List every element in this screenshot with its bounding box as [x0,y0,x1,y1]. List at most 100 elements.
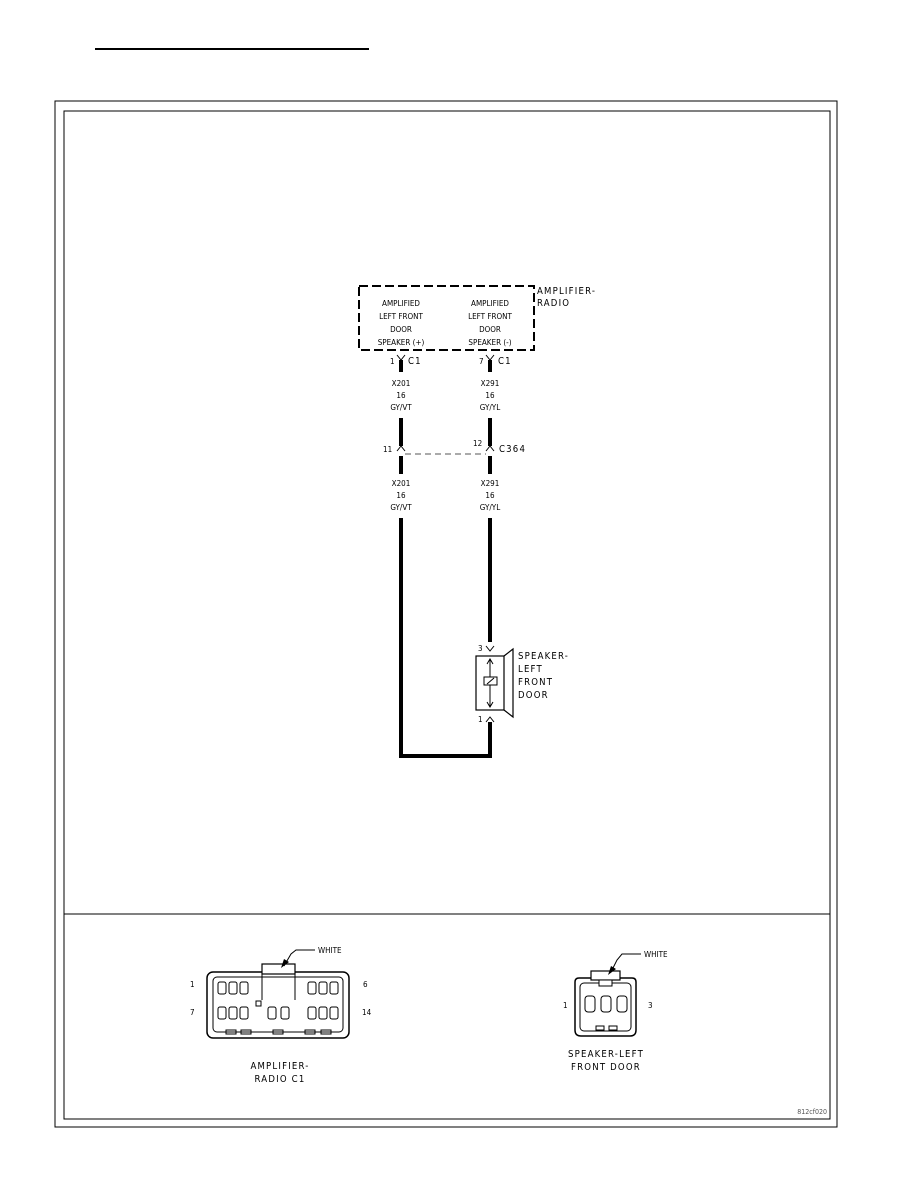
latch [608,1025,618,1031]
cavity [600,995,612,1013]
amp-c1-key [261,963,296,975]
module-name-line2: RADIO [537,298,570,309]
c364-pin-left-number: 11 [383,445,392,454]
amp-c1-top-row [217,981,339,995]
speaker-pin-bottom-terminal [485,716,495,723]
cavity [217,981,227,995]
wire-left-upper-gauge: 16 [396,391,406,400]
wire-right-upper-circuit: X291 [481,379,500,388]
c1-pin-right-terminal [485,354,495,361]
speaker-body [475,655,505,711]
c364-pin-right-terminal [485,445,495,452]
amp-c1-pin-top-right: 6 [363,980,368,989]
latch [595,1025,605,1031]
speaker-cone [503,647,514,719]
speaker-conn-key [590,970,621,981]
cavity [307,981,317,995]
speaker-conn-key-tab [598,979,613,987]
amp-c1-pin-bottom-left: 7 [190,1008,195,1017]
cavity [228,1006,238,1020]
wire-right-upper-color: GY/YL [480,403,500,412]
speaker-conn-inner [579,982,632,1032]
speaker-conn-caption-line1: SPEAKER-LEFT [568,1049,644,1060]
latch [240,1029,252,1035]
speaker-conn-cavities [584,995,628,1013]
cavity [239,1006,249,1020]
wire-left-lower-gauge: 16 [396,491,406,500]
latch [320,1029,332,1035]
c1-connector-left-name: C1 [408,356,422,367]
amp-c1-pin-bottom-right: 14 [362,1008,372,1017]
wire-right-upper-gauge: 16 [485,391,495,400]
pin-left-label-4: SPEAKER (+) [378,338,425,347]
speaker-name-line3: FRONT [518,677,553,688]
c1-pin-left-terminal [396,354,406,361]
cavity [217,1006,227,1020]
pin-left-label-3: DOOR [390,325,412,334]
cavity [616,995,628,1013]
speaker-name-line4: DOOR [518,690,549,701]
amp-c1-bottom-row [217,1006,339,1020]
wire-left-upper-circuit: X201 [392,379,411,388]
speaker-name-line1: SPEAKER- [518,651,569,662]
amp-c1-latches [225,1029,332,1035]
amp-c1-caption-line1: AMPLIFIER- [250,1061,309,1072]
speaker-left-front-door: 3 1 SPEAKER- LEFT FRONT DOOR [475,644,569,724]
amp-c1-connector-view: WHITE 1 6 [190,946,372,1085]
cavity [239,981,249,995]
pin-right-label-1: AMPLIFIED [471,299,509,308]
c1-pin-right-number: 7 [479,357,484,366]
cavity [280,1006,290,1020]
speaker-conn-caption-line2: FRONT DOOR [571,1062,641,1073]
wire-left-upper-color: GY/VT [390,403,412,412]
module-name-line1: AMPLIFIER- [537,286,596,297]
speaker-conn-color-label: WHITE [644,950,668,959]
speaker-conn-pin-right: 3 [648,1001,653,1010]
amp-c1-color-label: WHITE [318,946,342,955]
cavity [307,1006,317,1020]
cavity [267,1006,277,1020]
cavity [329,1006,339,1020]
cavity [318,981,328,995]
c364-pin-right-number: 12 [473,439,482,448]
figure-id: 812cf020 [797,1108,827,1116]
latch [304,1029,316,1035]
amp-c1-shell [206,971,350,1039]
pin-right-label-3: DOOR [479,325,501,334]
cavity [584,995,596,1013]
latch [225,1029,237,1035]
amp-c1-caption-line2: RADIO C1 [255,1074,306,1085]
outer-frame [54,100,838,1128]
c364-connector-name: C364 [499,444,526,455]
amp-c1-inner [212,976,344,1033]
c1-pin-left-number: 1 [390,357,395,366]
c364-pin-left-terminal [396,445,406,452]
speaker-conn-pin-left: 1 [563,1001,568,1010]
speaker-conn-leader-arrow [608,966,616,975]
pin-right-label-2: LEFT FRONT [468,312,512,321]
wire-right-lower-color: GY/YL [480,503,500,512]
speaker-pin-top-terminal [485,645,495,652]
speaker-name-line2: LEFT [518,664,543,675]
wire-right-lower-circuit: X291 [481,479,500,488]
speaker-conn-white-leader [610,953,641,973]
module-box [358,285,535,351]
amp-c1-leader-arrow [281,959,289,968]
speaker-arrow-bottom [486,701,494,708]
pin-left-label-2: LEFT FRONT [379,312,423,321]
c1-connector-right-name: C1 [498,356,512,367]
cavity [329,981,339,995]
cavity [228,981,238,995]
amp-c1-pin-top-left: 1 [190,980,195,989]
wire-left-lower-color: GY/VT [390,503,412,512]
speaker-conn-shell [574,977,637,1037]
speaker-arrow-top [486,658,494,665]
speaker-connector-view: WHITE 1 3 SPEAKER-LEFT FRONT DOOR [563,950,668,1073]
amp-c1-center-post [255,1000,262,1007]
latch [272,1029,284,1035]
inner-frame [63,110,831,1120]
wire-right-lower-gauge: 16 [485,491,495,500]
speaker-pin-top-number: 3 [478,644,483,653]
speaker-conn-latches [595,1025,618,1031]
